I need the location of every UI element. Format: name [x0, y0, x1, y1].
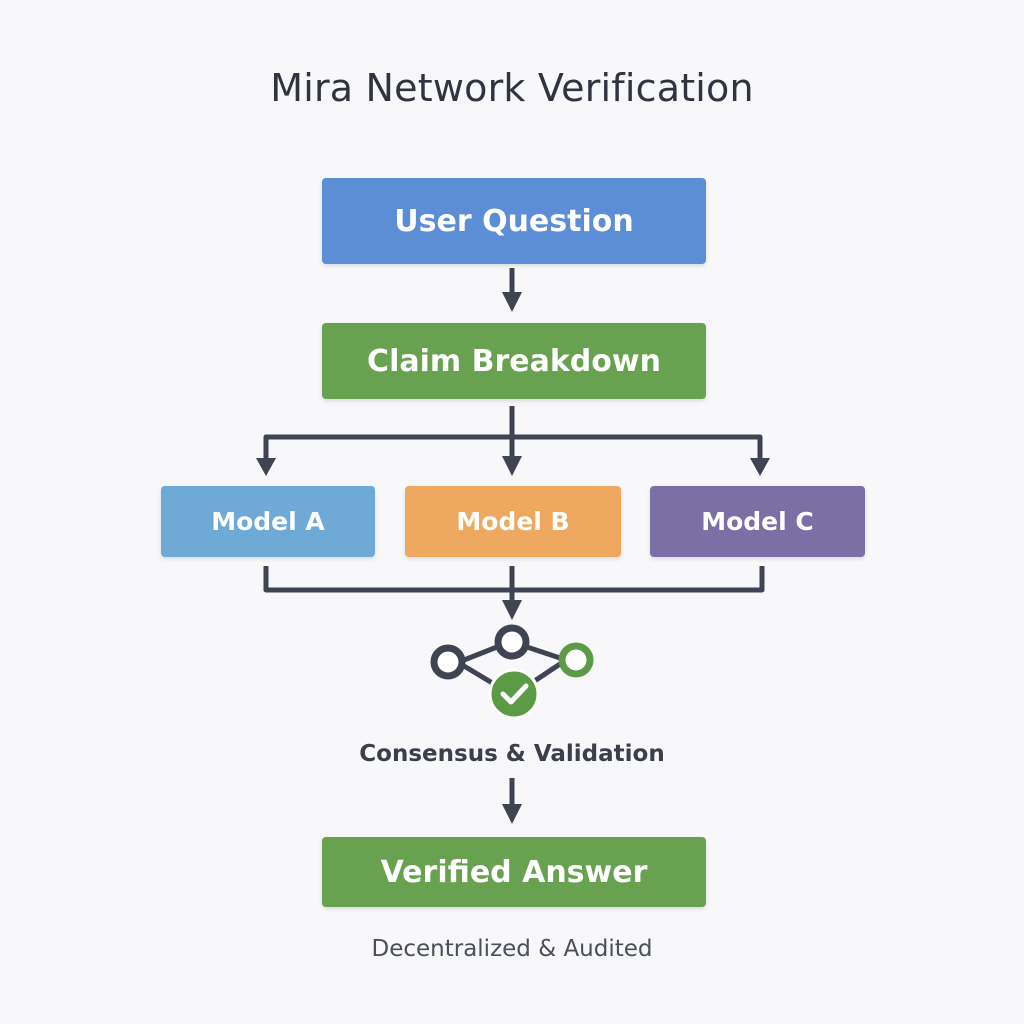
verified-answer-label: Verified Answer	[380, 854, 648, 890]
arrowhead-to-claim	[502, 292, 522, 312]
user-question-node: User Question	[322, 178, 706, 264]
arrowhead-to-model-a	[256, 458, 276, 476]
diagram-title: Mira Network Verification	[270, 66, 754, 110]
arrowhead-to-model-b	[502, 456, 522, 476]
consensus-validation-label: Consensus & Validation	[359, 741, 665, 767]
model-b-node: Model B	[405, 486, 621, 557]
claim-breakdown-node: Claim Breakdown	[322, 323, 706, 399]
user-question-label: User Question	[394, 203, 634, 239]
arrowhead-to-consensus	[502, 600, 522, 620]
arrowhead-to-model-c	[750, 458, 770, 476]
footer-note: Decentralized & Audited	[371, 936, 653, 962]
network-check-icon	[430, 624, 594, 720]
model-c-node: Model C	[650, 486, 865, 557]
connector-fanout-bar	[263, 434, 763, 460]
model-c-label: Model C	[701, 507, 814, 536]
claim-breakdown-label: Claim Breakdown	[367, 343, 661, 379]
model-a-label: Model A	[211, 507, 325, 536]
arrowhead-to-verified	[502, 804, 522, 824]
model-a-node: Model A	[161, 486, 375, 557]
model-b-label: Model B	[456, 507, 570, 536]
verified-answer-node: Verified Answer	[322, 837, 706, 907]
